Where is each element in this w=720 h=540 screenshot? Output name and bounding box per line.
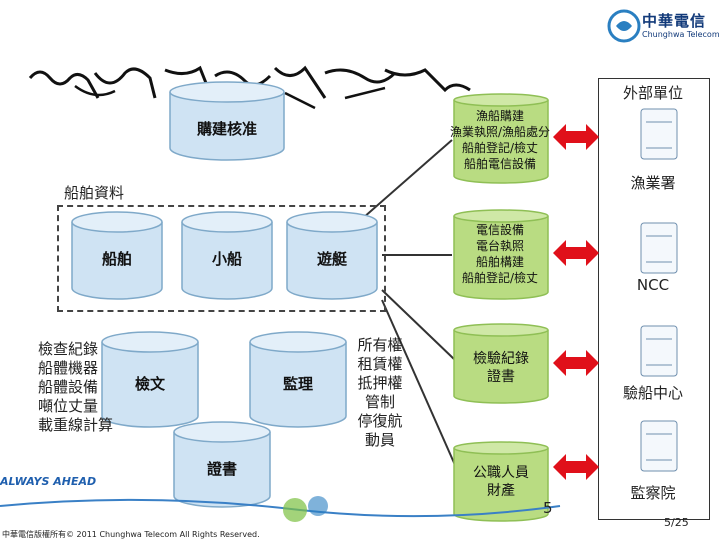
officials-line-1: 公職人員 bbox=[473, 465, 529, 481]
cylinder-certificate-label: 證書 bbox=[206, 460, 237, 478]
external-unit-control-yuan: 監察院 bbox=[630, 484, 676, 502]
fishery-line-2: 漁業執照/漁船處分 bbox=[449, 125, 551, 139]
logo-name: 中華電信 bbox=[642, 12, 707, 30]
fishery-line-3: 船舶登記/檢丈 bbox=[461, 141, 539, 155]
telecom-line-1: 電信設備 bbox=[475, 223, 524, 237]
server-icon-ncc bbox=[640, 222, 678, 274]
green-box-officials-text: 公職人員 財產 bbox=[452, 464, 550, 500]
server-icon-control-yuan bbox=[640, 420, 678, 472]
double-arrow-icon-2 bbox=[553, 240, 599, 266]
footer-swoosh-icon bbox=[0, 496, 561, 522]
external-units-title: 外部單位 bbox=[622, 84, 683, 102]
officials-line-2: 財產 bbox=[487, 483, 515, 499]
cylinder-ship-label: 船舶 bbox=[101, 250, 132, 268]
supervision-item: 租賃權 bbox=[357, 355, 403, 373]
cylinder-supervision-label: 監理 bbox=[282, 375, 313, 393]
footer-slogan: ALWAYS AHEAD bbox=[0, 475, 97, 488]
ship-data-group bbox=[57, 205, 386, 312]
green-box-officials bbox=[453, 441, 549, 522]
inspection-item: 載重線計算 bbox=[38, 416, 114, 434]
cylinder-inspection-label: 檢文 bbox=[134, 375, 165, 393]
double-arrow-icon-4 bbox=[553, 454, 599, 480]
supervision-items-list: 所有權 租賃權 抵押權 管制 停復航 動員 bbox=[350, 336, 410, 450]
external-unit-fishery: 漁業署 bbox=[630, 174, 676, 192]
green-box-telecom-text: 電信設備 電台執照 船舶構建 船舶登記/檢丈 bbox=[440, 222, 560, 286]
external-unit-inspection-center: 驗船中心 bbox=[622, 384, 683, 402]
cylinder-yacht bbox=[286, 211, 378, 300]
inspection-item: 船體機器 bbox=[38, 359, 99, 377]
server-icon-fishery bbox=[640, 108, 678, 160]
fishery-line-4: 船舶電信設備 bbox=[463, 157, 536, 171]
supervision-item: 抵押權 bbox=[357, 374, 403, 392]
telecom-line-3: 船舶構建 bbox=[475, 255, 524, 269]
fishery-line-1: 漁船購建 bbox=[475, 109, 524, 123]
cylinder-ship bbox=[71, 211, 163, 300]
inspection-line-2: 證書 bbox=[487, 369, 515, 385]
cylinder-build-approval bbox=[169, 81, 285, 161]
chunghwa-logo-icon bbox=[607, 9, 641, 43]
cylinder-inspection bbox=[101, 331, 199, 428]
inspection-items-list: 檢查紀錄 船體機器 船體設備 噸位丈量 載重線計算 bbox=[38, 340, 113, 435]
supervision-item: 動員 bbox=[364, 431, 395, 449]
supervision-item: 停復航 bbox=[357, 412, 403, 430]
inspection-line-1: 檢驗紀錄 bbox=[473, 351, 529, 367]
inspection-item: 噸位丈量 bbox=[38, 397, 99, 415]
green-box-fishery-text: 漁船購建 漁業執照/漁船處分 船舶登記/檢丈 船舶電信設備 bbox=[430, 108, 570, 172]
external-unit-ncc: NCC bbox=[636, 276, 670, 294]
logo-subtitle: Chunghwa Telecom bbox=[642, 30, 720, 39]
server-icon-inspection-center bbox=[640, 325, 678, 377]
green-box-telecom bbox=[453, 209, 549, 300]
cylinder-supervision bbox=[249, 331, 347, 428]
ship-data-label: 船舶資料 bbox=[62, 182, 127, 203]
stray-number: 5 bbox=[543, 499, 553, 517]
green-box-inspection bbox=[453, 323, 549, 404]
double-arrow-icon-1 bbox=[553, 124, 599, 150]
inspection-item: 檢查紀錄 bbox=[38, 340, 99, 358]
telecom-line-2: 電台執照 bbox=[475, 239, 524, 253]
copyright-text: 中華電信版權所有© 2011 Chunghwa Telecom All Righ… bbox=[2, 530, 260, 539]
supervision-item: 所有權 bbox=[357, 336, 403, 354]
supervision-item: 管制 bbox=[364, 393, 395, 411]
cylinder-small-ship-label: 小船 bbox=[211, 250, 242, 268]
green-box-inspection-text: 檢驗紀錄 證書 bbox=[452, 350, 550, 386]
cylinder-certificate bbox=[173, 421, 271, 508]
cylinder-yacht-label: 遊艇 bbox=[316, 250, 347, 268]
telecom-line-4: 船舶登記/檢丈 bbox=[461, 271, 539, 285]
cylinder-build-approval-label: 購建核准 bbox=[196, 120, 257, 138]
page-number: 5/25 bbox=[664, 516, 689, 529]
cylinder-small-ship bbox=[181, 211, 273, 300]
double-arrow-icon-3 bbox=[553, 350, 599, 376]
inspection-item: 船體設備 bbox=[38, 378, 99, 396]
green-box-fishery bbox=[453, 93, 549, 184]
